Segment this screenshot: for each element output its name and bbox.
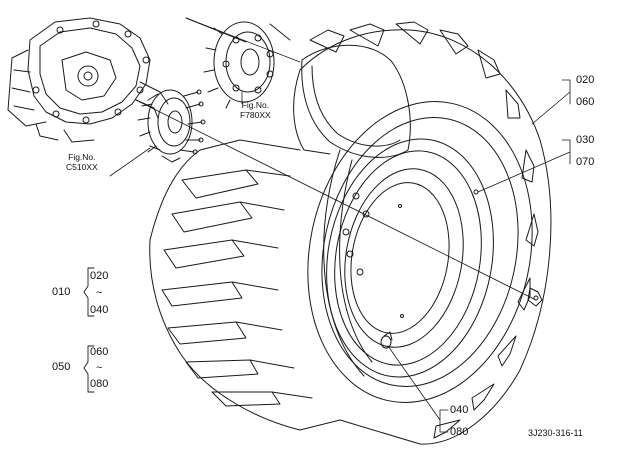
callout-tire-060: 060 <box>576 96 595 108</box>
assembly-range-tilde-1: ~ <box>96 287 103 299</box>
assembly-number-050: 050 <box>52 361 71 373</box>
figure-reference-upper-label: Fig.No. <box>241 100 270 110</box>
axle-housing <box>7 17 169 143</box>
tire <box>149 21 552 445</box>
figure-reference-upper: Fig.No. F780XX <box>240 100 271 120</box>
upper-hub-flange <box>185 17 291 109</box>
callout-tube-070: 070 <box>576 156 595 168</box>
assembly-range-start-020: 020 <box>90 270 109 282</box>
assembly-range-end-040: 040 <box>90 304 109 316</box>
figure-reference-lower-label: Fig.No. <box>68 152 96 162</box>
assembly-brackets <box>83 267 95 393</box>
assembly-number-010: 010 <box>52 286 71 298</box>
leader-lines <box>109 17 571 433</box>
drawing-code: 3J230-316-11 <box>528 428 583 438</box>
callout-tire-020: 020 <box>576 74 595 86</box>
assembly-range-tilde-2: ~ <box>96 362 103 374</box>
figure-reference-lower-code: C510XX <box>66 162 98 172</box>
callout-valve-040: 040 <box>450 404 469 416</box>
lower-hub-flange <box>137 89 206 163</box>
valve <box>380 287 543 349</box>
tube <box>301 44 411 158</box>
rim <box>323 138 494 378</box>
callout-valve-080: 080 <box>450 426 469 438</box>
figure-reference-upper-code: F780XX <box>240 110 271 120</box>
figure-reference-lower: Fig.No. C510XX <box>66 152 98 172</box>
assembly-range-end-080: 080 <box>90 378 109 390</box>
callout-tube-030: 030 <box>576 134 595 146</box>
assembly-range-start-060: 060 <box>90 346 109 358</box>
